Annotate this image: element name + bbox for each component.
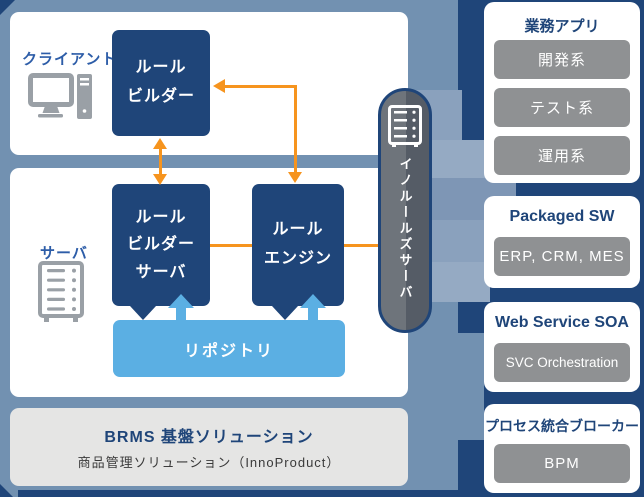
packaged-sw-card: Packaged SW ERP, CRM, MES	[484, 196, 640, 288]
repo-write-arrowhead	[130, 306, 156, 320]
desktop-computer-icon	[28, 73, 92, 119]
card-item-label: 開発系	[537, 52, 586, 69]
rule-builder-server-line1: ルール	[135, 209, 187, 227]
card-title: Packaged SW	[509, 208, 615, 225]
engine-builder-link-vertical	[294, 85, 297, 174]
rule-builder-server-line2: ビルダー	[126, 236, 195, 254]
repo-read-arrow	[308, 307, 318, 323]
repo-read-arrow	[176, 307, 186, 323]
card-item-label: テスト系	[529, 100, 594, 117]
arrow-down-head	[288, 172, 302, 183]
card-item-svc-orchestration: SVC Orchestration	[494, 343, 630, 382]
card-item-development: 開発系	[494, 40, 630, 79]
brms-platform-panel: BRMS 基盤ソリューション 商品管理ソリューション（InnoProduct）	[10, 408, 408, 486]
card-item-label: 運用系	[537, 148, 586, 165]
bottom-navy-bar	[18, 490, 644, 497]
corner-decoration	[0, 0, 15, 15]
rule-builder-box: ルール ビルダー	[112, 30, 210, 136]
innorules-server-label: イノルールズサーバ	[397, 157, 413, 301]
rule-builder-server-box: ルール ビルダー サーバ	[112, 184, 210, 306]
server-rack-icon	[388, 105, 422, 147]
builder-builderserver-link	[159, 147, 162, 176]
repo-write-arrow	[280, 289, 290, 307]
arrow-up-head	[153, 138, 167, 149]
rule-builder-line2: ビルダー	[126, 88, 195, 105]
card-item-erp-crm-mes: ERP, CRM, MES	[494, 237, 630, 276]
repo-write-arrowhead	[272, 306, 298, 320]
server-rack-icon	[38, 261, 84, 322]
engine-innorules-link	[344, 244, 380, 247]
band-notch	[458, 333, 484, 440]
card-item-label: SVC Orchestration	[505, 355, 619, 370]
repo-read-arrowhead	[168, 294, 194, 308]
repository-box: リポジトリ	[113, 320, 345, 377]
card-title: 業務アプリ	[524, 18, 600, 35]
web-service-soa-card: Web Service SOA SVC Orchestration	[484, 302, 640, 392]
arrow-left-head	[213, 79, 225, 93]
innorules-server-pill: イノルールズサーバ	[378, 88, 432, 333]
card-item-label: BPM	[544, 455, 580, 472]
card-item-operation: 運用系	[494, 136, 630, 175]
rule-engine-box: ルール エンジン	[252, 184, 344, 306]
builderserver-engine-link	[210, 244, 252, 247]
card-title: プロセス統合ブローカー	[485, 418, 639, 434]
rule-builder-line1: ルール	[135, 59, 187, 77]
rule-builder-server-line3: サーバ	[135, 263, 187, 281]
card-item-test: テスト系	[494, 88, 630, 127]
card-item-bpm: BPM	[494, 444, 630, 483]
brms-platform-subtitle: 商品管理ソリューション（InnoProduct）	[77, 455, 341, 470]
repo-write-arrow	[138, 289, 148, 307]
engine-builder-link-horizontal	[225, 85, 297, 88]
card-title: Web Service SOA	[495, 314, 629, 331]
repo-read-arrowhead	[300, 294, 326, 308]
corner-decoration	[0, 484, 13, 497]
business-app-card: 業務アプリ 開発系 テスト系 運用系	[484, 2, 640, 183]
rule-engine-line1: ルール	[272, 221, 324, 239]
rule-engine-line2: エンジン	[263, 250, 332, 267]
brms-platform-title: BRMS 基盤ソリューション	[104, 429, 314, 446]
card-item-label: ERP, CRM, MES	[499, 248, 625, 265]
arrow-down-head	[153, 174, 167, 185]
repository-label: リポジトリ	[183, 342, 274, 360]
client-label: クライアント	[22, 51, 118, 68]
server-label: サーバ	[40, 245, 88, 262]
process-broker-card: プロセス統合ブローカー BPM	[484, 404, 640, 493]
